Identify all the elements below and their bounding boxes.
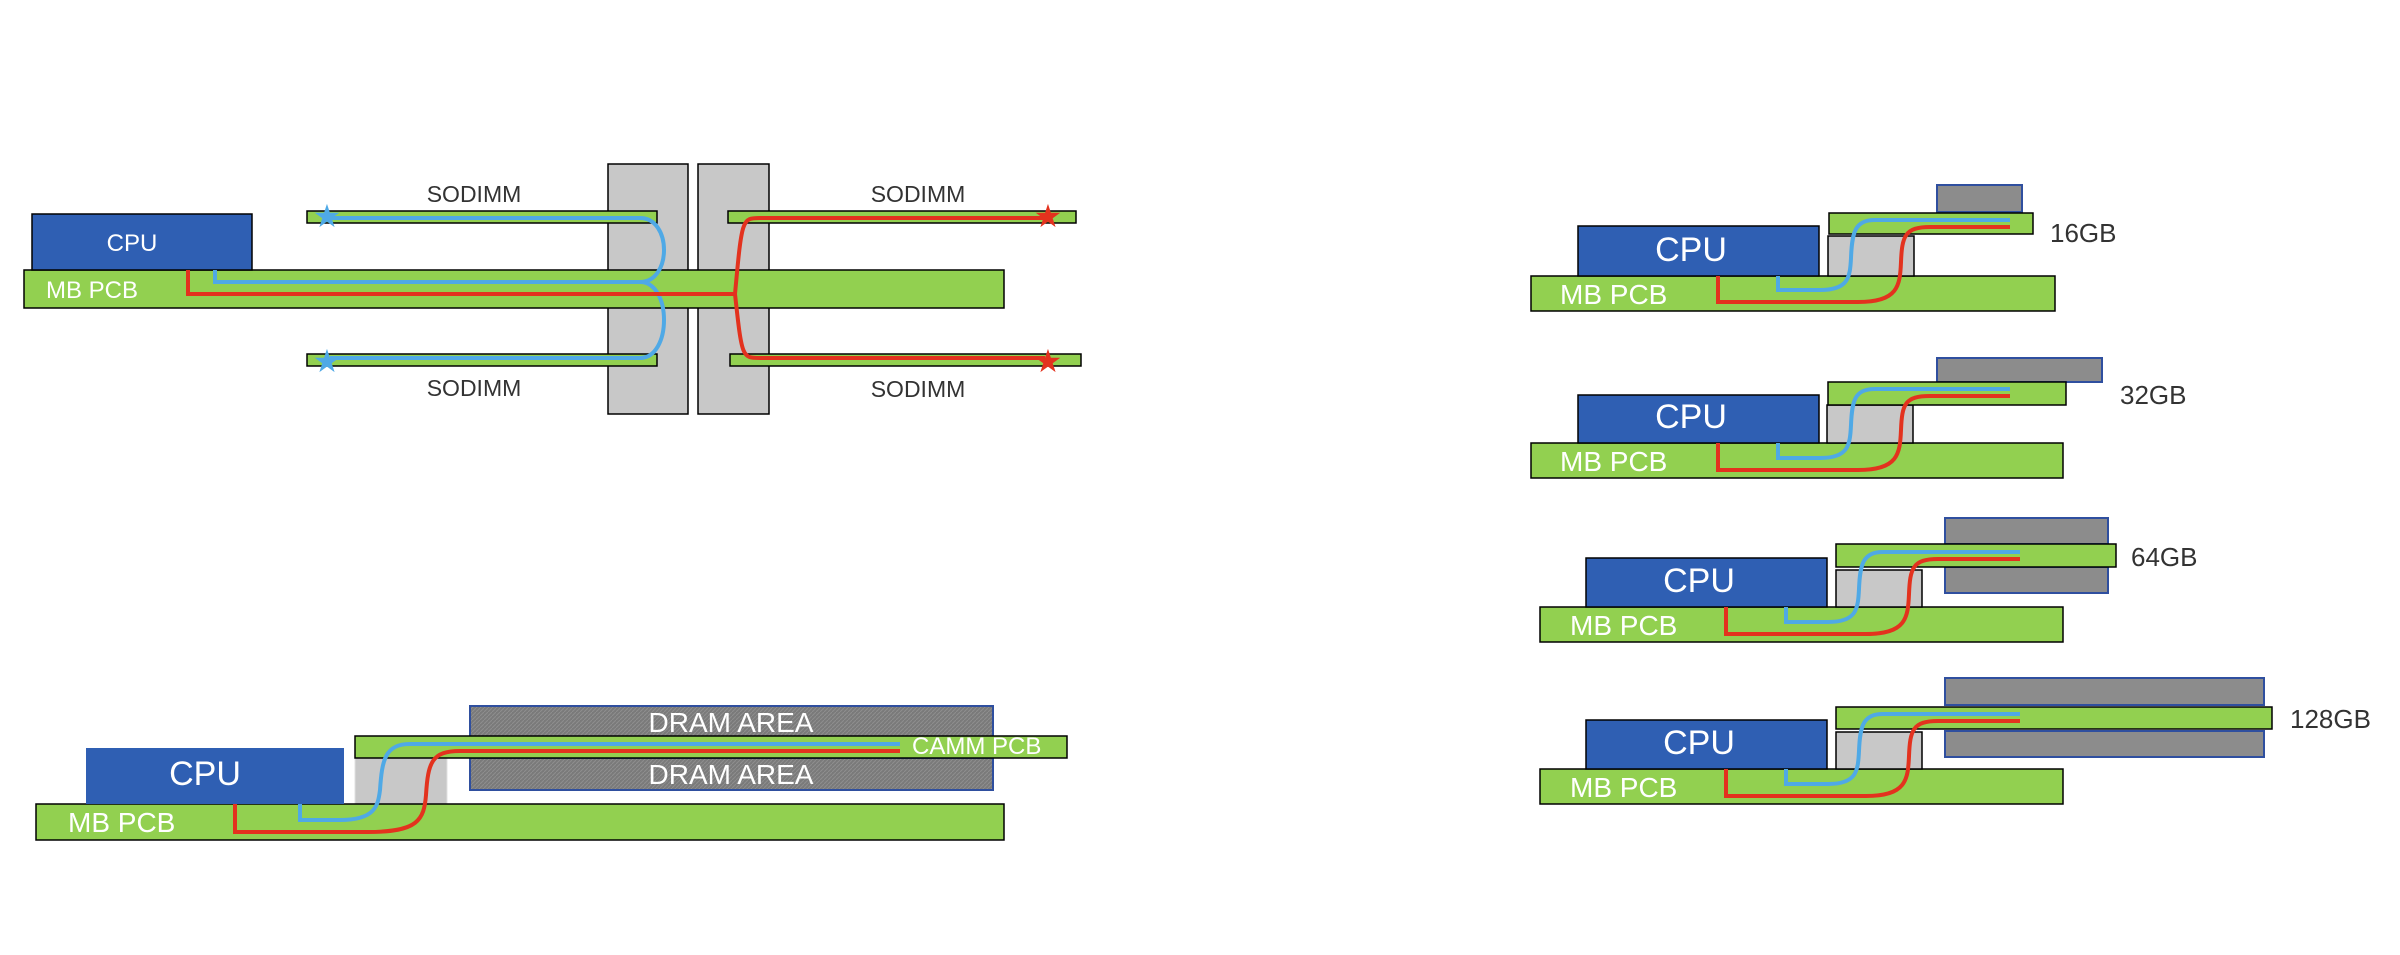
dram-area-label: DRAM AREA [649, 707, 814, 738]
mb-pcb-label: MB PCB [1570, 772, 1677, 803]
signal-trace-red [186, 216, 1045, 296]
mb-pcb [1530, 442, 2064, 479]
cpu-chip [1585, 719, 1828, 770]
signal-trace-red [1716, 225, 2010, 304]
sodimm-label: SODIMM [427, 181, 522, 207]
mb-pcb [23, 269, 1005, 309]
cpu-label: CPU [1655, 231, 1727, 269]
sodimm-layout: ★ ★ ★ ★ CPU MB PCB SODIMM SODIMM SODIMM … [23, 163, 1082, 415]
signal-trace-blue [330, 280, 666, 360]
star-icon: ★ [1034, 198, 1063, 234]
signal-trace-blue [1776, 218, 2010, 292]
cpu-chip [1585, 557, 1828, 608]
signal-trace-red [1716, 394, 2010, 472]
dram-package [1944, 730, 2265, 758]
signal-trace-red [1724, 719, 2020, 798]
mb-pcb-label: MB PCB [1560, 279, 1667, 310]
capacity-label: 16GB [2050, 218, 2117, 248]
dram-area-top [469, 705, 994, 741]
capacity-label: 32GB [2120, 380, 2187, 410]
cpu-chip [1577, 394, 1820, 444]
dram-package [1936, 357, 2103, 383]
cpu-label: CPU [107, 230, 158, 257]
star-icon: ★ [313, 343, 342, 379]
mb-pcb-label: MB PCB [68, 807, 175, 838]
signal-trace-red [1724, 557, 2020, 636]
capacity-variant-64gb: CPU MB PCB 64GB [1539, 517, 2198, 643]
capacity-variant-32gb: CPU MB PCB 32GB [1530, 357, 2187, 479]
camm-pcb [1827, 381, 2067, 406]
dram-package [1944, 566, 2109, 594]
capacity-label: 64GB [2131, 542, 2198, 572]
cpu-label: CPU [1663, 724, 1735, 762]
cpu-label: CPU [169, 755, 241, 793]
mb-pcb-label: MB PCB [1560, 446, 1667, 477]
signal-trace-red [733, 293, 1045, 360]
signal-trace-blue [1784, 550, 2020, 624]
cpu-label: CPU [1655, 398, 1727, 436]
camm-pcb [1835, 706, 2273, 730]
capacity-variant-16gb: CPU MB PCB 16GB [1530, 184, 2117, 312]
cpu-chip [1577, 225, 1820, 277]
cpu-chip [86, 748, 344, 804]
cpu-label: CPU [1663, 562, 1735, 600]
sodimm-label: SODIMM [427, 375, 522, 401]
mb-pcb [1539, 606, 2064, 643]
camm-layout: CPU MB PCB DRAM AREA DRAM AREA CAMM PCB [35, 705, 1068, 841]
camm-pcb-label: CAMM PCB [912, 733, 1041, 760]
sodimm-label: SODIMM [871, 181, 966, 207]
capacity-variant-128gb: CPU MB PCB 128GB [1539, 677, 2371, 805]
mb-pcb-label: MB PCB [1570, 610, 1677, 641]
camm-pcb [1835, 543, 2117, 568]
mb-pcb [1539, 768, 2064, 805]
dram-package [1944, 517, 2109, 545]
signal-trace-blue [298, 742, 900, 822]
dram-package [1936, 184, 2023, 213]
signal-trace-blue [1776, 387, 2010, 460]
cpu-chip [31, 213, 253, 271]
signal-trace-blue [1784, 712, 2020, 786]
signal-trace-red [233, 749, 900, 834]
dram-area-label: DRAM AREA [649, 759, 814, 790]
capacity-label: 128GB [2290, 704, 2371, 734]
dram-package [1944, 677, 2265, 706]
mb-pcb [1530, 275, 2056, 312]
sodimm-label: SODIMM [871, 376, 966, 402]
star-icon: ★ [1034, 343, 1063, 379]
star-icon: ★ [313, 198, 342, 234]
mb-pcb-label: MB PCB [46, 277, 138, 304]
mb-pcb [35, 803, 1005, 841]
